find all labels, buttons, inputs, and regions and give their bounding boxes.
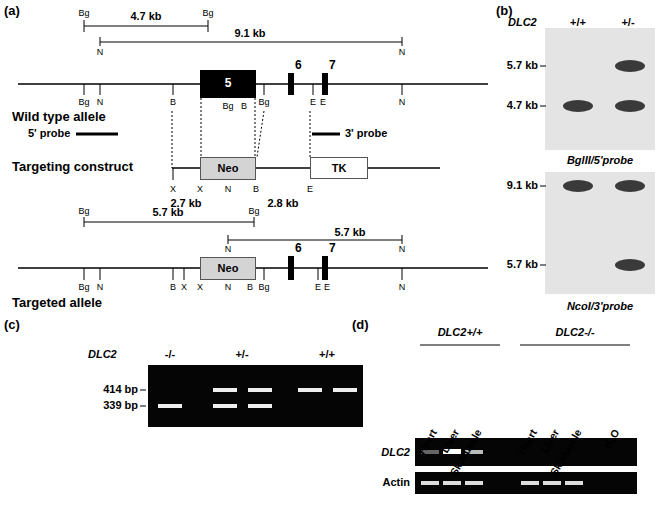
site-label: E	[320, 97, 326, 107]
figure-label: 5' probe	[28, 127, 70, 140]
exon-bar: 7	[322, 73, 328, 95]
figure-label: 5.7 kb	[334, 226, 365, 239]
figure-label: +/-	[235, 348, 248, 361]
figure-label: 4.7 kb	[130, 10, 161, 23]
figure-label: 414 bp	[103, 383, 138, 396]
figure-label: 339 bp	[103, 399, 138, 412]
site-label: E	[315, 282, 321, 292]
exon-box: 5	[200, 70, 256, 98]
site-label: E	[324, 282, 330, 292]
figure-label: +/+	[570, 16, 586, 29]
site-label: N	[399, 282, 406, 292]
site-label: N	[225, 244, 232, 254]
neo-cassette: Neo	[200, 257, 256, 280]
tk-cassette: TK	[310, 157, 368, 179]
site-label: N	[97, 97, 104, 107]
figure-label: +/-	[621, 16, 634, 29]
figure-label: DLC2	[88, 348, 117, 361]
site-label: Bg	[258, 282, 269, 292]
figure-label: 5.7 kb	[152, 206, 183, 219]
figure-label: 3' probe	[345, 127, 387, 140]
dotted-connector	[201, 98, 202, 157]
site-label: Bg	[202, 8, 213, 18]
figure-label: (a)	[4, 4, 20, 19]
site-label: N	[97, 282, 104, 292]
exon-bar: 6	[288, 73, 294, 95]
site-label: X	[197, 184, 203, 194]
node-text: 6	[295, 59, 302, 73]
figure-label: 4.7 kb	[507, 99, 538, 112]
site-label: B	[170, 97, 176, 107]
figure-label: 9.1 kb	[507, 179, 538, 192]
site-label: B	[170, 282, 176, 292]
site-label: Bg	[78, 282, 89, 292]
figure-label: NcoI/3'probe	[567, 300, 633, 313]
site-label: B	[241, 101, 247, 111]
site-label: Bg	[222, 101, 233, 111]
site-label: N	[225, 282, 232, 292]
figure-label: 5.7 kb	[507, 258, 538, 271]
figure-label: Targeted allele	[12, 296, 102, 311]
site-label: E	[307, 184, 313, 194]
node-text: TK	[332, 162, 347, 175]
site-label: N	[97, 47, 104, 57]
southern-blot	[540, 28, 655, 294]
node-text: Neo	[218, 162, 239, 175]
figure-label: (d)	[352, 318, 369, 333]
dotted-connector	[255, 98, 256, 157]
figure-label: DLC2	[508, 16, 537, 29]
site-label: X	[170, 184, 176, 194]
figure-label: DLC2	[381, 446, 410, 459]
figure-label: Actin	[383, 476, 411, 489]
figure-label: DLC2-/-	[555, 326, 594, 339]
exon-bar: 6	[288, 256, 294, 280]
site-label: B	[247, 282, 253, 292]
node-text: 6	[295, 242, 302, 256]
figure-label: BglII/5'probe	[567, 154, 633, 167]
figure-label: +/+	[319, 348, 335, 361]
node-text: 5	[225, 77, 232, 91]
node-text: 7	[329, 59, 336, 73]
pcr-gel	[140, 365, 363, 427]
exon-bar: 7	[322, 256, 328, 280]
node-text: 7	[329, 242, 336, 256]
site-label: Bg	[78, 8, 89, 18]
site-label: X	[181, 282, 187, 292]
site-label: E	[310, 97, 316, 107]
site-label: N	[399, 244, 406, 254]
figure-label: 9.1 kb	[234, 27, 265, 40]
node-text: Neo	[218, 262, 239, 275]
site-label: Bg	[78, 97, 89, 107]
site-label: N	[399, 47, 406, 57]
rt-pcr-gel	[415, 345, 637, 494]
site-label: Bg	[258, 97, 269, 107]
figure-label: Wild type allele	[12, 110, 106, 125]
site-label: Bg	[248, 206, 259, 216]
figure-label: -/-	[165, 348, 175, 361]
figure-label: DLC2+/+	[438, 326, 483, 339]
figure-label: 2.8 kb	[267, 197, 298, 210]
neo-cassette: Neo	[200, 157, 256, 180]
site-label: N	[225, 184, 232, 194]
figure-label: (c)	[4, 318, 20, 333]
figure-label: 5.7 kb	[507, 59, 538, 72]
site-label: Bg	[78, 206, 89, 216]
site-label: X	[197, 282, 203, 292]
figure-label: Targeting construct	[12, 160, 133, 175]
site-label: N	[399, 97, 406, 107]
site-label: B	[253, 184, 259, 194]
